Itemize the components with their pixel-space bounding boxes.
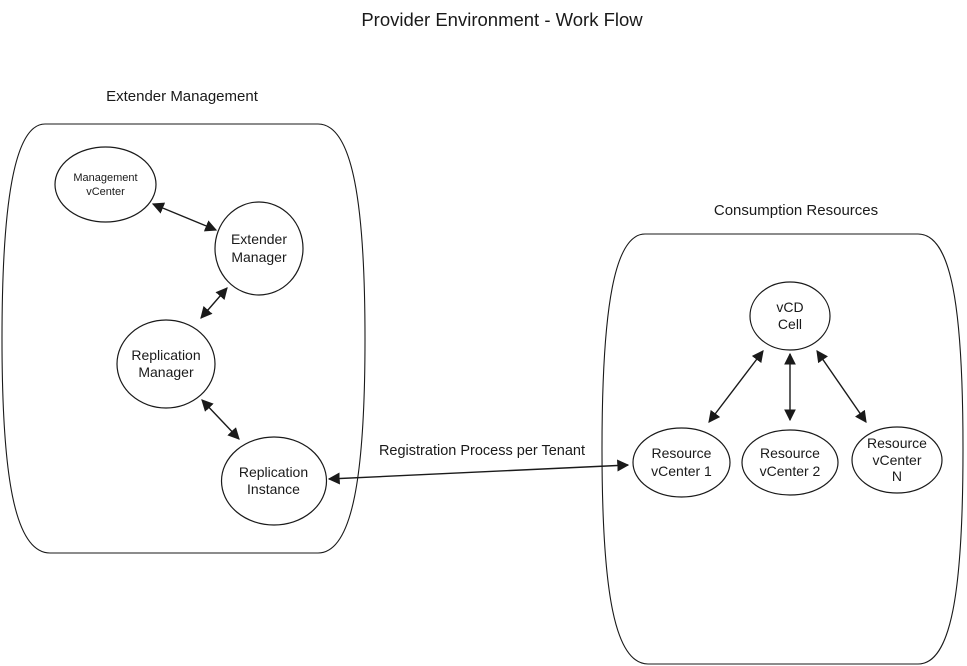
resource-vcenter-1-node — [632, 427, 731, 498]
arrow-vcd-cell-resource-vcenter-1 — [708, 350, 764, 423]
consumption-resources-boundary — [601, 233, 964, 665]
arrow-extender-manager-replication-manager — [200, 287, 228, 319]
extender-management-boundary — [1, 123, 366, 554]
arrow-registration-process — [327, 459, 630, 485]
resource-vcenter-2-node — [741, 429, 839, 496]
arrow-mgmt-vcenter-extender-manager — [151, 202, 218, 232]
arrow-replication-manager-replication-instance — [201, 399, 240, 440]
replication-instance-node — [220, 436, 328, 526]
arrow-vcd-cell-resource-vcenter-n — [816, 350, 867, 423]
vcd-cell-node — [749, 281, 831, 351]
replication-manager-node — [116, 319, 216, 409]
resource-vcenter-n-node — [851, 426, 943, 494]
extender-manager-node — [214, 201, 304, 296]
management-vcenter-node — [54, 146, 157, 223]
